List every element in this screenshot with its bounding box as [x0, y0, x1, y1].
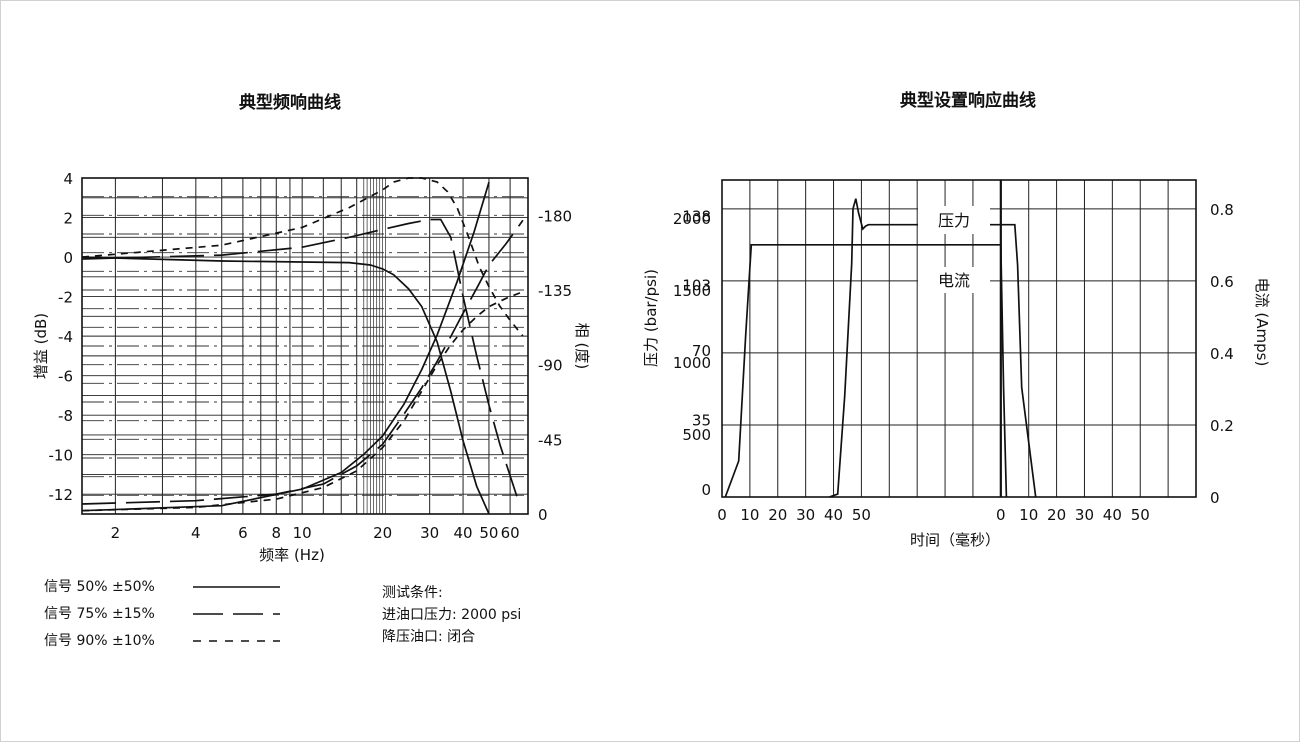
time-tick-label: 50 — [1131, 506, 1150, 524]
time-tick-label: 20 — [768, 506, 787, 524]
pressure-label-bg — [918, 206, 990, 234]
current-tick-label: 0 — [1210, 489, 1220, 507]
time-tick-label: 30 — [796, 506, 815, 524]
test-conditions-heading: 测试条件: — [382, 584, 443, 601]
time-tick-label: 0 — [717, 506, 727, 524]
freq-chart-phase-ticks: -180 -135 -90 -45 0 — [538, 207, 572, 524]
current-label-bg — [918, 267, 990, 293]
current-tick-label: 0.8 — [1210, 201, 1234, 219]
phase-tick-label: -135 — [538, 282, 572, 300]
freq-tick-label: 6 — [238, 524, 248, 542]
step-chart-series — [724, 198, 1037, 498]
test-conditions: 测试条件: 进油口压力: 2000 psi 降压油口: 闭合 — [382, 584, 521, 645]
series-line-phase-long-dash — [81, 219, 524, 505]
freq-tick-label: 10 — [293, 524, 312, 542]
gain-tick-label: -10 — [49, 447, 74, 465]
time-tick-label: 30 — [1075, 506, 1094, 524]
gain-tick-label: 2 — [63, 210, 73, 228]
time-tick-label: 0 — [996, 506, 1006, 524]
series-line-gain-short-dash — [81, 177, 524, 337]
freq-chart-y2-label: 相 (度) — [573, 323, 591, 369]
phase-tick-label: -180 — [538, 207, 572, 225]
freq-chart-x-label: 频率 (Hz) — [259, 546, 325, 564]
freq-tick-label: 20 — [373, 524, 392, 542]
series-line-phase-short-dash — [81, 290, 524, 512]
freq-chart-series — [81, 177, 524, 515]
current-tick-label: 0.2 — [1210, 417, 1234, 435]
freq-tick-label: 50 — [479, 524, 498, 542]
freq-tick-label: 40 — [454, 524, 473, 542]
freq-tick-label: 30 — [420, 524, 439, 542]
time-tick-label: 40 — [1103, 506, 1122, 524]
gain-tick-label: -2 — [58, 289, 73, 307]
time-tick-label: 10 — [1019, 506, 1038, 524]
pressure-bar-tick-label: 0 — [701, 481, 711, 499]
legend-label-90: 信号 90% ±10% — [44, 633, 155, 649]
gain-tick-label: -4 — [58, 328, 73, 346]
freq-chart-y-label: 增益 (dB) — [32, 313, 50, 379]
freq-chart-plot-area — [81, 177, 529, 515]
freq-response-chart: 典型频响曲线 420-2-4-6-8-10-12 -180-135-90-450… — [32, 92, 591, 564]
legend: 信号 50% ±50% 信号 75% ±15% 信号 90% ±10% — [44, 579, 280, 649]
phase-tick-label: 0 — [538, 506, 548, 524]
freq-tick-label: 2 — [111, 524, 121, 542]
test-conditions-relief: 降压油口: 闭合 — [382, 629, 475, 645]
pressure-bar-tick-label: 138 — [682, 208, 711, 226]
phase-tick-label: -90 — [538, 357, 563, 375]
pressure-bar-tick-label: 70 — [692, 342, 711, 360]
phase-tick-label: -45 — [538, 431, 563, 449]
legend-label-50: 信号 50% ±50% — [44, 579, 155, 595]
freq-chart-grid — [82, 178, 528, 514]
time-tick-label: 40 — [824, 506, 843, 524]
freq-tick-label: 60 — [501, 524, 520, 542]
gain-tick-label: -12 — [49, 486, 74, 504]
step-chart-current-ticks: 0.8 0.6 0.4 0.2 0 — [1210, 201, 1234, 507]
freq-chart-title: 典型频响曲线 — [239, 92, 341, 113]
pressure-psi-tick-label: 1500 — [673, 282, 711, 300]
pressure-curve-label: 压力 — [938, 211, 970, 230]
pressure-curve — [829, 198, 1037, 498]
test-conditions-inlet: 进油口压力: 2000 psi — [382, 607, 521, 623]
current-curve — [724, 243, 1008, 498]
current-tick-label: 0.6 — [1210, 273, 1234, 291]
series-line-gain-long-dash — [81, 218, 521, 505]
freq-tick-label: 4 — [191, 524, 201, 542]
time-tick-label: 20 — [1047, 506, 1066, 524]
pressure-psi-tick-label: 1000 — [673, 354, 711, 372]
gain-tick-label: -8 — [58, 407, 73, 425]
pressure-psi-tick-label: 2000 — [673, 210, 711, 228]
step-chart-time-ticks: 0 10 20 30 40 50 0 10 20 30 40 50 — [717, 506, 1150, 524]
gain-tick-label: 4 — [63, 170, 73, 188]
time-tick-label: 50 — [852, 506, 871, 524]
gain-tick-label: 0 — [63, 249, 73, 267]
step-chart-y2-label: 电流 (Amps) — [1253, 278, 1271, 367]
step-chart-pressure-ticks: 138 103 70 35 0 2000 1500 1000 500 — [673, 208, 711, 499]
pressure-bar-tick-label: 35 — [692, 412, 711, 430]
freq-chart-gain-ticks: 4 2 0 -2 -4 -6 -8 -10 -12 — [49, 170, 74, 504]
step-chart-y-label: 压力 (bar/psi) — [642, 269, 660, 367]
current-tick-label: 0.4 — [1210, 345, 1234, 363]
step-chart-x-label: 时间（毫秒） — [910, 531, 1000, 549]
pressure-psi-tick-label: 500 — [682, 426, 711, 444]
step-chart-plot-area — [721, 179, 1197, 498]
current-curve-label: 电流 — [938, 271, 970, 290]
time-tick-label: 10 — [740, 506, 759, 524]
step-chart-title: 典型设置响应曲线 — [900, 90, 1036, 111]
legend-label-75: 信号 75% ±15% — [44, 606, 155, 622]
step-response-chart: 典型设置响应曲线 压力 电流 1381037035020001500100050… — [642, 90, 1271, 549]
series-line-gain-solid — [81, 256, 490, 515]
pressure-bar-tick-label: 103 — [682, 276, 711, 294]
freq-tick-label: 8 — [271, 524, 281, 542]
gain-tick-label: -6 — [58, 368, 73, 386]
